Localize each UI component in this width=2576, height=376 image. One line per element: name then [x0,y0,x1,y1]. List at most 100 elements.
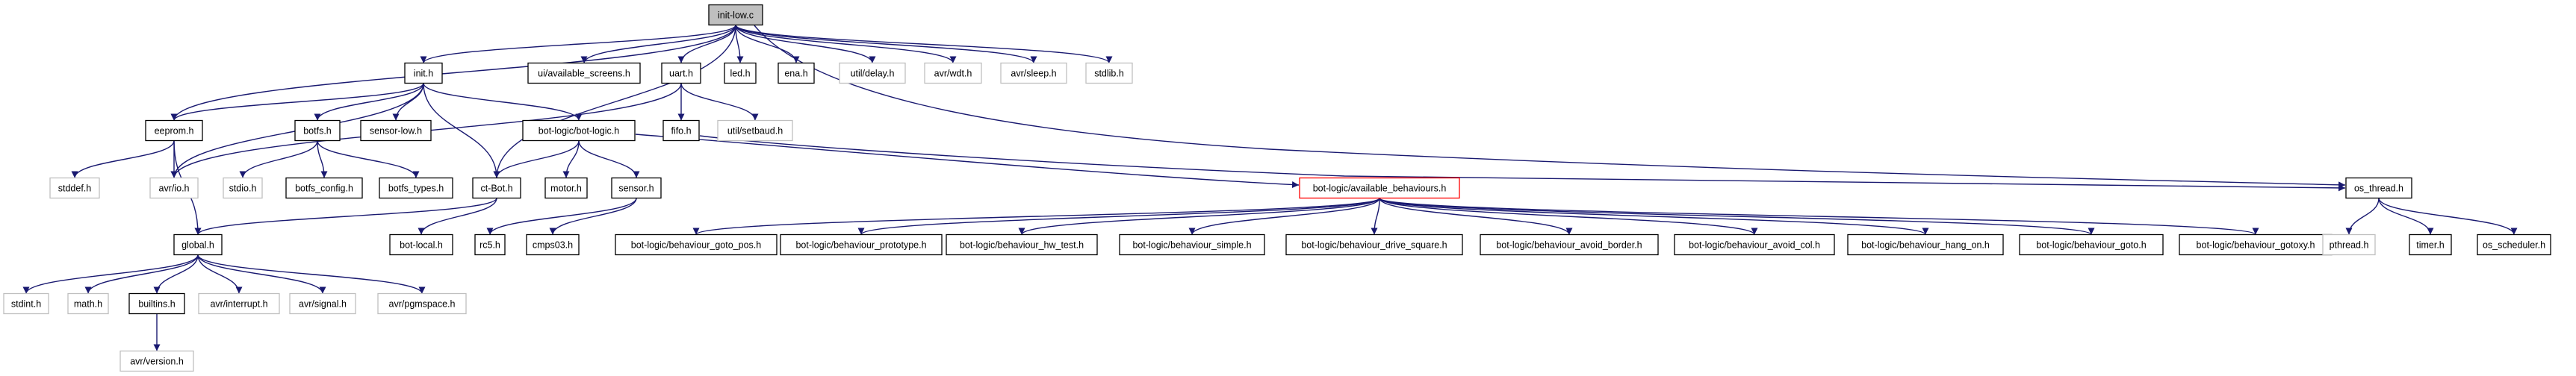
node-label: init.h [414,69,433,79]
node-label: rc5.h [479,240,500,251]
node-botfs-config-h[interactable]: botfs_config.h [285,177,363,199]
node-pthread-h: pthread.h [2322,234,2376,256]
node-builtins-h[interactable]: builtins.h [128,292,185,315]
node-box [522,119,636,142]
node-label: init-low.c [718,10,754,21]
node-box [1299,177,1460,199]
node-box [1285,234,1463,256]
node-label: led.h [730,69,750,79]
edge-botfs-h-to-botfs-config-h [317,140,328,178]
node-label: fifo.h [671,126,691,137]
edge-init-h-to-eeprom-h [170,83,424,121]
node-os-thread-h[interactable]: os_thread.h [2345,177,2412,199]
node-box [839,62,906,84]
node-box [2322,234,2376,256]
node-timer-h[interactable]: timer.h [2409,234,2452,256]
node-box [49,177,100,199]
node-box [1847,234,2004,256]
edge-init-low-c-to-os-thread-h [754,25,2346,189]
node-led-h[interactable]: led.h [724,62,757,84]
edge-bot-logic-h-to-available-behaviours-h [635,134,1300,189]
node-init-low-c[interactable]: init-low.c [708,4,763,26]
nodes-layer: init-low.c init.h ui/available_screens.h ua… [3,4,2551,372]
node-beh-gotoxy-h[interactable]: bot-logic/behaviour_gotoxy.h [2179,234,2333,256]
node-label: avr/sleep.h [1011,69,1056,79]
node-label: os_scheduler.h [2483,240,2545,251]
node-uart-h[interactable]: uart.h [661,62,701,84]
node-beh-hw-test-h[interactable]: bot-logic/behaviour_hw_test.h [946,234,1098,256]
edge-available-behaviours-h-to-beh-gotoxy-h [1379,197,2259,236]
node-beh-goto-pos-h[interactable]: bot-logic/behaviour_goto_pos.h [615,234,778,256]
node-label: eeprom.h [155,126,194,137]
node-box [544,177,588,199]
node-math-h: math.h [67,292,109,315]
node-beh-hang-on-h[interactable]: bot-logic/behaviour_hang_on.h [1847,234,2004,256]
node-rc5-h[interactable]: rc5.h [474,234,506,256]
edge-botfs-h-to-botfs-types-h [317,140,420,178]
node-label: avr/interrupt.h [210,299,267,310]
node-label: bot-logic/behaviour_avoid_border.h [1496,240,1642,251]
node-global-h[interactable]: global.h [173,234,223,256]
node-fifo-h[interactable]: fifo.h [662,119,700,142]
node-ena-h[interactable]: ena.h [778,62,815,84]
node-label: ct-Bot.h [480,184,512,194]
node-label: botfs_types.h [388,184,444,194]
node-bot-logic-h[interactable]: bot-logic/bot-logic.h [522,119,636,142]
node-box [173,234,223,256]
node-bot-local-h[interactable]: bot-local.h [389,234,453,256]
node-box [294,119,341,142]
node-stdint-h: stdint.h [3,292,49,315]
node-os-scheduler-h[interactable]: os_scheduler.h [2477,234,2551,256]
node-label: builtins.h [138,299,175,310]
node-label: util/setbaud.h [727,126,783,137]
node-util-delay-h: util/delay.h [839,62,906,84]
node-box [128,292,185,315]
node-botfs-h[interactable]: botfs.h [294,119,341,142]
edge-init-low-c-to-ct-bot-h [493,25,736,178]
edge-bot-logic-h-to-motor-h [562,140,580,178]
node-box [708,4,763,26]
node-box [120,350,194,372]
node-sensor-h[interactable]: sensor.h [611,177,662,199]
node-box [149,177,199,199]
edge-sensor-h-to-cmps03-h [549,198,637,235]
node-label: avr/signal.h [299,299,347,310]
node-box [946,234,1098,256]
node-label: botfs.h [303,126,332,137]
node-label: bot-logic/behaviour_prototype.h [795,240,926,251]
edge-available-behaviours-h-to-beh-hang-on-h [1379,197,1929,236]
edge-init-low-c-to-eeprom-h [170,25,736,121]
node-motor-h[interactable]: motor.h [544,177,588,199]
node-ui-available-screens-h[interactable]: ui/available_screens.h [527,62,641,84]
edge-global-h-to-avr-signal-h [197,254,326,294]
node-box [717,119,793,142]
node-box [780,234,943,256]
edge-available-behaviours-h-to-beh-simple-h [1188,198,1380,235]
node-beh-goto-h[interactable]: bot-logic/behaviour_goto.h [2019,234,2164,256]
edge-global-h-to-stdint-h [22,254,199,294]
node-box [661,62,701,84]
node-eeprom-h[interactable]: eeprom.h [145,119,203,142]
edge-global-h-to-avr-interrupt-h [197,254,243,294]
node-box [527,62,641,84]
node-sensor-low-h[interactable]: sensor-low.h [360,119,432,142]
edge-sensor-h-to-rc5-h [486,198,637,235]
edge-available-behaviours-h-to-beh-avoid-col-h [1379,197,1758,236]
node-available-behaviours-h[interactable]: bot-logic/available_behaviours.h [1299,177,1460,199]
node-avr-sleep-h: avr/sleep.h [1000,62,1067,84]
edge-available-behaviours-h-to-beh-prototype-h [857,197,1380,236]
node-beh-simple-h[interactable]: bot-logic/behaviour_simple.h [1119,234,1265,256]
node-box [2409,234,2452,256]
node-botfs-types-h[interactable]: botfs_types.h [379,177,453,199]
node-ct-bot-h[interactable]: ct-Bot.h [472,177,521,199]
node-beh-avoid-border-h[interactable]: bot-logic/behaviour_avoid_border.h [1480,234,1659,256]
node-box [2345,177,2412,199]
node-cmps03-h[interactable]: cmps03.h [526,234,580,256]
node-init-h[interactable]: init.h [404,62,443,84]
node-beh-drive-square-h[interactable]: bot-logic/behaviour_drive_square.h [1285,234,1463,256]
node-beh-avoid-col-h[interactable]: bot-logic/behaviour_avoid_col.h [1674,234,1835,256]
edge-available-behaviours-h-to-beh-goto-pos-h [692,197,1380,236]
edge-ct-bot-h-to-bot-local-h [418,198,497,235]
node-beh-prototype-h[interactable]: bot-logic/behaviour_prototype.h [780,234,943,256]
edge-init-h-to-botfs-h [314,83,424,121]
